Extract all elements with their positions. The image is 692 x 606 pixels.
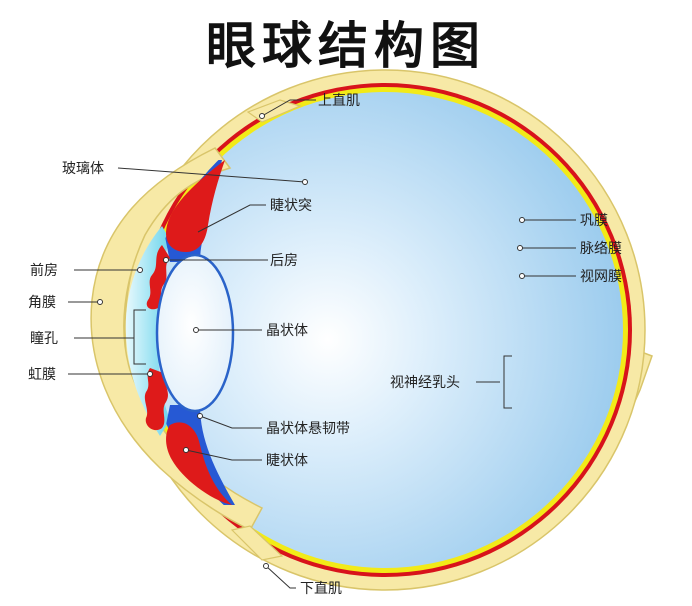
label-ciliary-body: 睫状体 xyxy=(266,453,308,469)
label-superior-rectus: 上直肌 xyxy=(318,92,360,109)
label-choroid: 脉络膜 xyxy=(580,241,622,257)
label-sclera: 巩膜 xyxy=(580,213,608,229)
page-title: 眼球结构图 xyxy=(206,17,486,75)
label-retina: 视网膜 xyxy=(580,269,622,285)
lens xyxy=(155,253,235,413)
label-optic-disc: 视神经乳头 xyxy=(390,375,460,391)
label-anterior-chamber: 前房 xyxy=(30,262,58,279)
labels: 上直肌 玻璃体 睫状突 后房 前房 角膜 瞳孔 晶状体 虹膜 晶状体悬韧带 睫状… xyxy=(28,92,622,597)
label-posterior-chamber: 后房 xyxy=(270,253,298,269)
label-lens: 晶状体 xyxy=(266,323,308,339)
label-iris: 虹膜 xyxy=(28,367,56,383)
label-cornea: 角膜 xyxy=(28,295,56,311)
label-ciliary-process: 睫状突 xyxy=(270,198,312,214)
marker-dots xyxy=(97,113,525,569)
label-pupil: 瞳孔 xyxy=(30,330,58,347)
label-zonule: 晶状体悬韧带 xyxy=(266,421,350,437)
label-vitreous: 玻璃体 xyxy=(62,160,104,177)
iris-lower xyxy=(144,368,168,431)
inferior-rectus-muscle xyxy=(230,525,284,561)
ciliary-body-lower xyxy=(166,422,232,505)
ciliary-body-upper xyxy=(166,160,225,252)
leader-lines xyxy=(68,99,576,589)
vitreous-body xyxy=(147,92,623,568)
label-inferior-rectus: 下直肌 xyxy=(300,580,342,597)
